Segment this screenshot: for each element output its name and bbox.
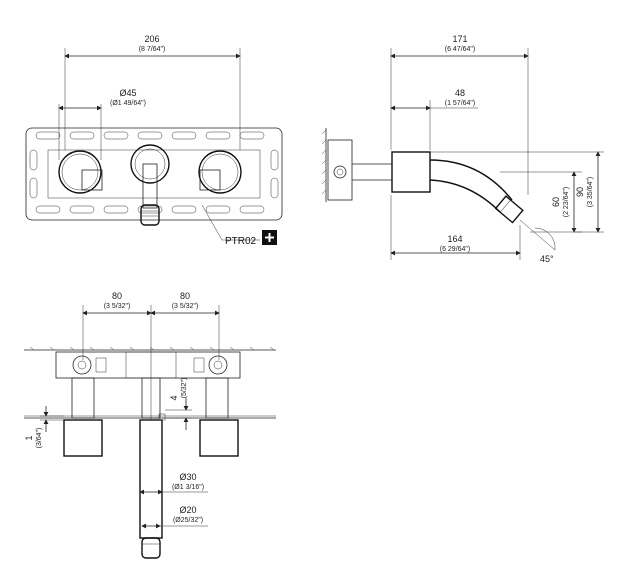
dim-spacing-right-inches: (3 5/32") [172,303,199,310]
dim-gap-inches: (5/32") [181,378,188,399]
side-view: 45° 171 (6 47/64") 48 (1 57/64") 164 (6 … [321,34,604,264]
dim-aerator-diameter-inches: (Ø25/32") [173,517,203,524]
spout-front [130,144,170,226]
rough-in-callout: PTR02 [225,236,257,247]
rough-in-body [327,139,353,201]
dim-gap: 4 [169,395,179,400]
dim-handle-diameter-inches: (Ø1 49/64") [110,100,146,107]
plate-slots-top [35,131,265,140]
dim-spout-reach: 164 [447,234,462,244]
dim-angle: 45° [540,254,554,264]
dim-width-206: 206 [144,34,159,44]
spout-body [391,151,431,193]
dim-outlet-height: 90 [575,187,585,197]
left-handle-top [63,419,103,457]
right-handle-top [199,419,239,457]
dim-spout-diameter-inches: (Ø1 3/16") [172,484,204,491]
spout-curve [429,159,513,201]
top-view: 80 (3 5/32") 80 (3 5/32") 4 (5/32") 1 (3… [24,291,276,559]
dim-offset: 1 [24,435,34,440]
dim-body-depth: 48 [455,88,465,98]
dim-spacing-right: 80 [180,291,190,301]
aerator-side [494,195,524,224]
dim-outlet-height-inches: (3 35/64") [587,177,594,208]
mounting-plate [25,127,283,221]
plus-icon [262,230,277,245]
dim-offset-inches: (3/64") [36,428,43,449]
front-view: 206 (8 7/64") Ø45 (Ø1 49/64") PTR02 [25,34,283,247]
aerator-top [141,537,161,559]
plate-slots-sides [29,149,279,199]
dim-body-depth-inches: (1 57/64") [445,100,476,107]
dim-spout-reach-inches: (6 29/64") [440,246,471,253]
dim-spout-diameter: Ø30 [179,472,196,482]
dim-spacing-left: 80 [112,291,122,301]
left-handle [58,150,103,194]
dim-total-depth-inches: (6 47/64") [445,46,476,53]
dim-spacing-left-inches: (3 5/32") [104,303,131,310]
dim-aerator-diameter: Ø20 [179,505,196,515]
plate-slots-bottom [35,205,265,214]
dim-handle-diameter: Ø45 [119,88,136,98]
spout-top [139,419,163,539]
dim-width-206-inches: (8 7/64") [139,46,166,53]
right-handle [198,150,242,194]
dim-spout-drop-inches: (2 23/64") [563,187,570,218]
dim-total-depth: 171 [452,34,467,44]
dim-spout-drop: 60 [551,197,561,207]
